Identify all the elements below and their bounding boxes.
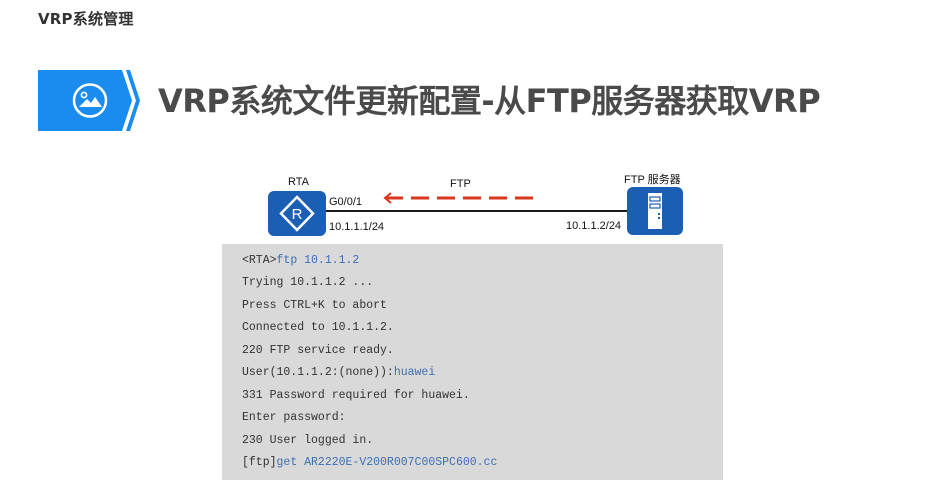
console-output: Press CTRL+K to abort xyxy=(242,299,387,312)
console-output: User(10.1.1.2:(none)): xyxy=(242,366,394,379)
title-banner xyxy=(38,70,140,131)
console-line: 230 User logged in. xyxy=(242,434,373,447)
console-line: Press CTRL+K to abort xyxy=(242,299,387,312)
cli-console: <RTA>ftp 10.1.1.2 Trying 10.1.1.2 ... Pr… xyxy=(222,244,723,480)
console-line: Connected to 10.1.1.2. xyxy=(242,321,394,334)
server-ip-label: 10.1.1.2/24 xyxy=(566,220,622,232)
console-line: 331 Password required for huawei. xyxy=(242,389,470,402)
router-interface-label: G0/0/1 xyxy=(329,196,363,208)
console-output: Enter password: xyxy=(242,411,346,424)
section-label: VRP系统管理 xyxy=(38,10,134,28)
console-output: Trying 10.1.1.2 ... xyxy=(242,276,374,289)
console-output: 220 FTP service ready. xyxy=(242,344,394,357)
console-line: <RTA>ftp 10.1.1.2 xyxy=(242,254,359,267)
banner-shape xyxy=(38,70,140,131)
console-command: huawei xyxy=(393,366,436,379)
network-link xyxy=(326,210,628,212)
console-line: 220 FTP service ready. xyxy=(242,344,394,357)
ftp-flow-label: FTP xyxy=(450,178,471,190)
console-output: Connected to 10.1.1.2. xyxy=(242,321,394,334)
svg-text:R: R xyxy=(292,206,303,223)
console-output: <RTA> xyxy=(242,254,277,267)
console-command: get AR2220E-V200R007C00SPC600.cc xyxy=(276,456,498,469)
router-ip-label: 10.1.1.1/24 xyxy=(329,221,385,233)
console-command: ftp 10.1.1.2 xyxy=(276,254,360,267)
console-line: User(10.1.1.2:(none)):huawei xyxy=(242,366,435,379)
console-line: Trying 10.1.1.2 ... xyxy=(242,276,373,289)
console-output: 230 User logged in. xyxy=(242,434,374,447)
console-line: [ftp]get AR2220E-V200R007C00SPC600.cc xyxy=(242,456,497,469)
router-icon: R xyxy=(268,191,326,236)
arrow-left-icon xyxy=(383,192,536,204)
console-output: [ftp] xyxy=(242,456,277,469)
image-icon xyxy=(72,83,108,118)
page-title: VRP系统文件更新配置-从FTP服务器获取VRP xyxy=(158,82,821,120)
router-name-label: RTA xyxy=(288,176,309,188)
console-output: 331 Password required for huawei. xyxy=(242,389,470,402)
server-icon xyxy=(627,187,683,235)
network-diagram: RTA R G0/0/1 10.1.1.1/24 FTP FTP 服务器 10.… xyxy=(268,174,683,236)
server-name-label: FTP 服务器 xyxy=(624,174,681,186)
console-line: Enter password: xyxy=(242,411,346,424)
